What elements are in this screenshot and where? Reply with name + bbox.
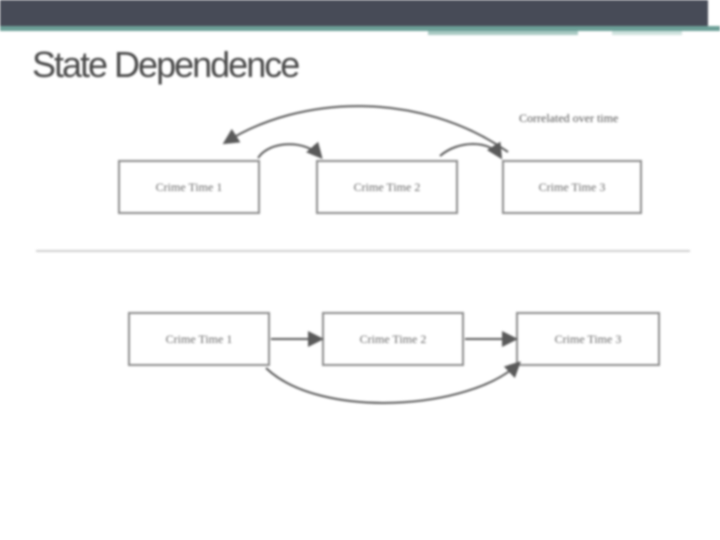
accent-rule-highlight-secondary [612,31,682,35]
top-arc-1-2 [257,141,323,160]
accent-rule [0,26,720,31]
slide-title: State Dependence [32,44,300,85]
correlation-annotation: Correlated over time [519,111,619,125]
bottom-node-time-1: Crime Time 1 [128,312,270,366]
accent-rule-highlight [428,31,578,35]
top-node-time-3: Crime Time 3 [502,160,642,214]
top-arc-long-correlation [222,105,509,153]
top-arc-2-3 [439,141,503,160]
bottom-arc-1-3 [265,361,521,404]
top-node-time-2: Crime Time 2 [316,160,458,214]
header-bar-tip [696,0,708,26]
section-divider [36,250,690,252]
header-bar [0,0,705,26]
top-node-time-1: Crime Time 1 [118,160,260,214]
